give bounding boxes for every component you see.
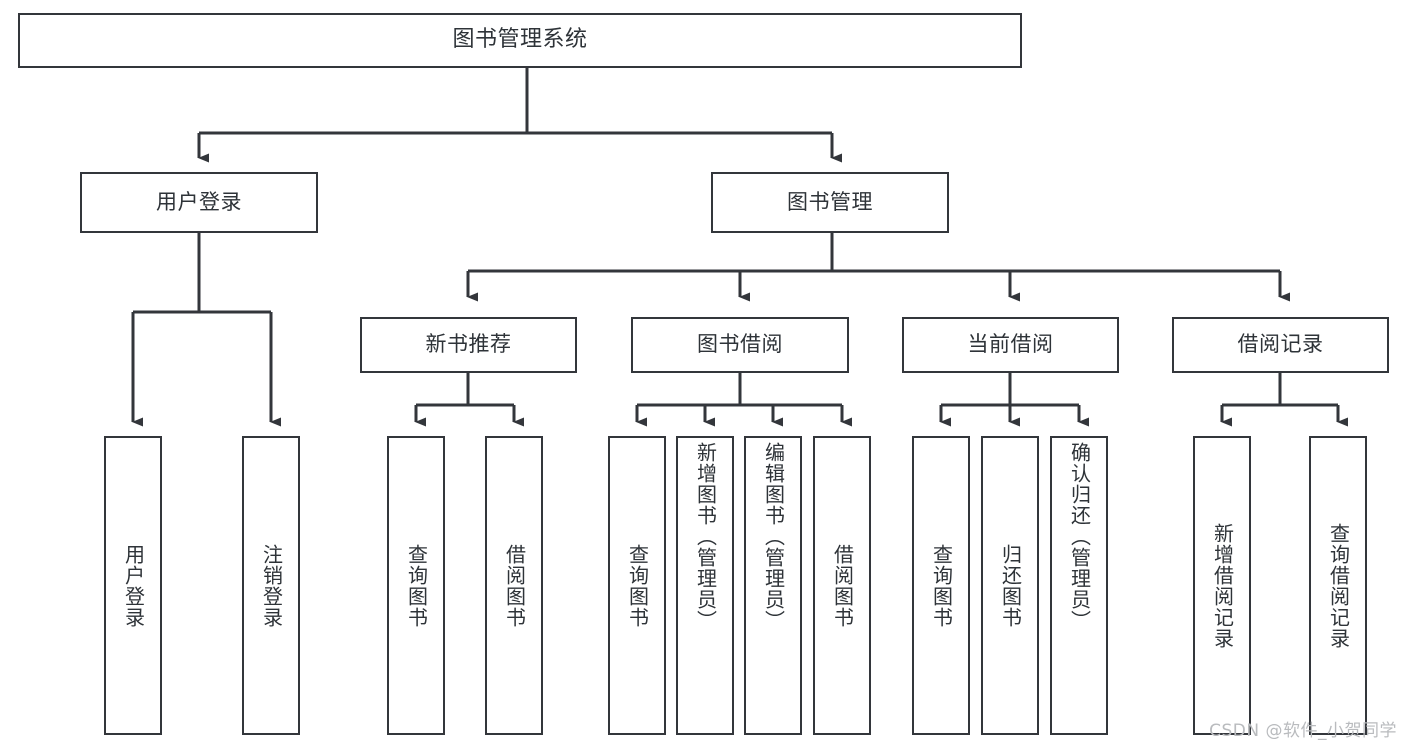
leaf-add-book-label: 新增图书（管理员） xyxy=(693,442,718,631)
node-new-book-recommend[interactable]: 新书推荐 xyxy=(360,317,577,373)
node-book-manage[interactable]: 图书管理 xyxy=(711,172,949,233)
leaf-borrow-book-1-label: 借阅图书 xyxy=(502,543,527,628)
leaf-query-book-3-label: 查询图书 xyxy=(929,543,954,628)
node-new-book-recommend-label: 新书推荐 xyxy=(425,332,512,357)
node-root-label: 图书管理系统 xyxy=(452,27,588,53)
node-current-borrow-label: 当前借阅 xyxy=(967,332,1054,357)
leaf-add-book[interactable]: 新增图书（管理员） xyxy=(676,436,734,735)
leaf-add-record-label: 新增借阅记录 xyxy=(1210,522,1235,649)
leaf-user-logout[interactable]: 注销登录 xyxy=(242,436,300,735)
node-root[interactable]: 图书管理系统 xyxy=(18,13,1022,68)
leaf-borrow-book-1[interactable]: 借阅图书 xyxy=(485,436,543,735)
leaf-return-book[interactable]: 归还图书 xyxy=(981,436,1039,735)
leaf-edit-book-label: 编辑图书（管理员） xyxy=(761,442,786,631)
leaf-query-record[interactable]: 查询借阅记录 xyxy=(1309,436,1367,735)
node-book-borrow[interactable]: 图书借阅 xyxy=(631,317,849,373)
leaf-return-book-label: 归还图书 xyxy=(998,543,1023,628)
watermark-text: CSDN @软件_小贺同学 xyxy=(1209,721,1397,741)
node-user-login-label: 用户登录 xyxy=(156,189,242,214)
leaf-add-record[interactable]: 新增借阅记录 xyxy=(1193,436,1251,735)
node-book-manage-label: 图书管理 xyxy=(787,189,873,214)
leaf-query-book-2[interactable]: 查询图书 xyxy=(608,436,666,735)
leaf-query-book-1-label: 查询图书 xyxy=(404,543,429,628)
leaf-confirm-return[interactable]: 确认归还（管理员） xyxy=(1050,436,1108,735)
node-current-borrow[interactable]: 当前借阅 xyxy=(902,317,1119,373)
node-borrow-record[interactable]: 借阅记录 xyxy=(1172,317,1389,373)
leaf-borrow-book-2-label: 借阅图书 xyxy=(830,543,855,628)
leaf-query-book-2-label: 查询图书 xyxy=(625,543,650,628)
node-user-login[interactable]: 用户登录 xyxy=(80,172,318,233)
leaf-edit-book[interactable]: 编辑图书（管理员） xyxy=(744,436,802,735)
leaf-query-book-1[interactable]: 查询图书 xyxy=(387,436,445,735)
leaf-user-login-label: 用户登录 xyxy=(121,543,146,628)
leaf-query-book-3[interactable]: 查询图书 xyxy=(912,436,970,735)
leaf-confirm-return-label: 确认归还（管理员） xyxy=(1067,442,1092,631)
leaf-query-record-label: 查询借阅记录 xyxy=(1326,522,1351,649)
node-borrow-record-label: 借阅记录 xyxy=(1237,332,1324,357)
node-book-borrow-label: 图书借阅 xyxy=(697,332,783,357)
leaf-borrow-book-2[interactable]: 借阅图书 xyxy=(813,436,871,735)
leaf-user-login[interactable]: 用户登录 xyxy=(104,436,162,735)
leaf-user-logout-label: 注销登录 xyxy=(259,543,284,628)
